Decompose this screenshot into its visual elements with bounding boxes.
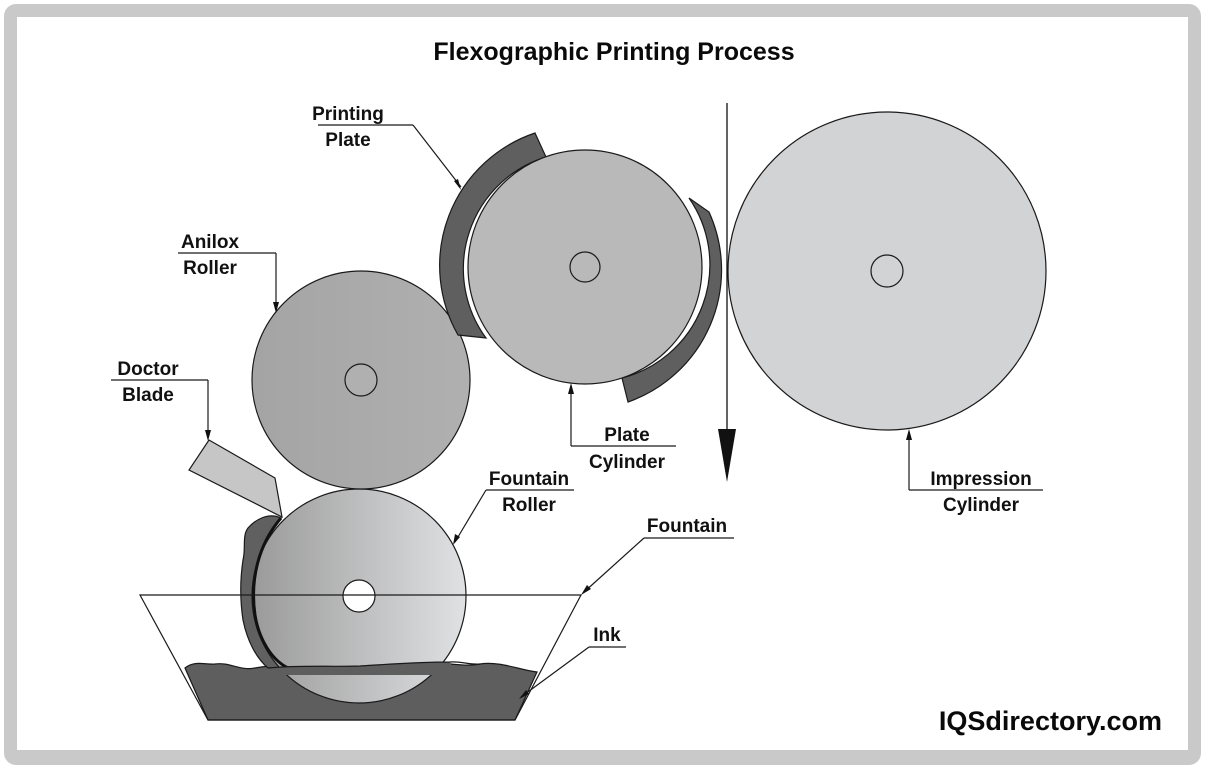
anilox-roller: [251, 270, 471, 490]
brand-watermark: IQSdirectory.com: [939, 706, 1162, 736]
label-impression-cylinder-line2: Cylinder: [943, 495, 1020, 516]
plate-cylinder: [467, 149, 703, 385]
impression-cylinder: [727, 111, 1047, 431]
leader-fountain: [581, 537, 734, 595]
leader-doctor-blade: [111, 379, 211, 441]
leader-fountain-roller: [453, 489, 574, 545]
leader-printing-plate: [318, 124, 462, 190]
label-fountain: Fountain: [647, 516, 727, 537]
label-impression-cylinder-line1: Impression: [930, 469, 1031, 490]
label-plate-cylinder-line1: Plate: [604, 425, 649, 446]
fountain-tray: [138, 594, 582, 721]
printing-plate-lower: [621, 197, 723, 403]
anilox-roller-hub: [344, 363, 378, 397]
label-printing-plate-line2: Plate: [325, 130, 370, 151]
leader-impression-cylinder: [906, 429, 1043, 491]
label-doctor-blade-line1: Doctor: [117, 359, 179, 380]
label-printing-plate-line1: Printing: [312, 104, 384, 125]
substrate-web-arrow: [718, 103, 736, 482]
fountain-roller-hub: [342, 579, 376, 613]
label-anilox-roller-line1: Anilox: [181, 232, 239, 253]
label-fountain-roller-line2: Roller: [502, 495, 556, 516]
printing-plate-upper: [439, 132, 547, 339]
label-fountain-roller-line1: Fountain: [489, 469, 569, 490]
impression-cylinder-hub: [870, 254, 904, 288]
leader-plate-cylinder: [568, 383, 676, 447]
label-ink: Ink: [593, 625, 621, 646]
label-plate-cylinder-line2: Cylinder: [589, 452, 666, 473]
plate-cylinder-hub: [569, 251, 601, 283]
leader-anilox-roller: [178, 252, 279, 313]
diagram-title: Flexographic Printing Process: [433, 38, 794, 66]
leader-ink: [519, 646, 626, 699]
label-anilox-roller-line2: Roller: [183, 258, 237, 279]
doctor-blade: [188, 439, 283, 519]
label-doctor-blade-line2: Blade: [122, 385, 174, 406]
